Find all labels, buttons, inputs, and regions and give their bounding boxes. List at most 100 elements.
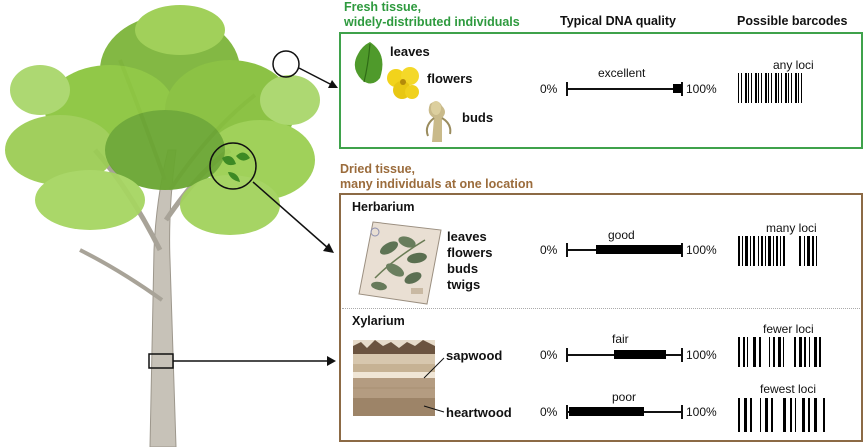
barcode-stripe bbox=[785, 73, 787, 103]
barcode-stripe bbox=[738, 236, 740, 266]
barcode-stripe bbox=[750, 398, 752, 432]
barcode-stripe bbox=[808, 398, 810, 432]
herbarium-tissue-twigs: twigs bbox=[447, 277, 481, 292]
barcode-stripe bbox=[802, 398, 805, 432]
barcode-stripe bbox=[761, 73, 762, 103]
xylarium-sapwood-label: sapwood bbox=[446, 348, 503, 363]
barcode-stripe bbox=[795, 73, 797, 103]
barcode-stripe bbox=[745, 73, 747, 103]
barcode-stripe bbox=[776, 236, 778, 266]
barcode-stripe bbox=[747, 337, 748, 367]
dried-tissue-box bbox=[339, 193, 863, 442]
barcode-stripe bbox=[742, 236, 743, 266]
callout-circle-top bbox=[272, 50, 300, 78]
flower-icon bbox=[387, 67, 419, 99]
barcode-stripe bbox=[759, 337, 761, 367]
barcode-stripe bbox=[750, 236, 751, 266]
sapwood-scale-min: 0% bbox=[540, 348, 558, 362]
barcode-icon bbox=[738, 236, 817, 266]
barcode-stripe bbox=[773, 337, 775, 367]
barcode-stripe bbox=[812, 236, 814, 266]
sapwood-quality-label: fair bbox=[612, 332, 629, 346]
herbarium-tissue-buds: buds bbox=[447, 261, 479, 276]
barcode-stripe bbox=[768, 236, 771, 266]
fresh-header-line2: widely-distributed individuals bbox=[344, 15, 520, 29]
fresh-tissue-leaves: leaves bbox=[390, 44, 430, 59]
barcodes-column-header: Possible barcodes bbox=[737, 14, 848, 28]
fresh-scale-min: 0% bbox=[540, 82, 558, 96]
barcode-stripe bbox=[744, 398, 747, 432]
fresh-scale-tick-right bbox=[681, 82, 683, 96]
barcode-stripe bbox=[804, 236, 805, 266]
barcode-stripe bbox=[738, 73, 739, 103]
heartwood-quality-label: poor bbox=[612, 390, 637, 404]
barcode-icon bbox=[738, 398, 825, 432]
herbarium-tissue-leaves: leaves bbox=[447, 229, 487, 244]
barcode-stripe bbox=[790, 398, 792, 432]
fresh-tissue-header: Fresh tissue, widely-distributed individ… bbox=[344, 0, 520, 30]
barcode-stripe bbox=[814, 337, 817, 367]
herbarium-xylarium-divider bbox=[342, 308, 860, 309]
barcode-stripe bbox=[758, 236, 759, 266]
barcode-stripe bbox=[799, 236, 801, 266]
leaf-icon bbox=[354, 42, 383, 84]
xylarium-title: Xylarium bbox=[352, 314, 405, 328]
sapwood-scale-max: 100% bbox=[686, 348, 717, 362]
barcode-stripe bbox=[809, 337, 810, 367]
barcode-stripe bbox=[823, 398, 825, 432]
barcode-stripe bbox=[741, 73, 742, 103]
barcode-stripe bbox=[804, 337, 806, 367]
heartwood-scale-max: 100% bbox=[686, 405, 717, 419]
barcode-stripe bbox=[765, 398, 768, 432]
barcode-stripe bbox=[768, 73, 769, 103]
barcode-stripe bbox=[780, 236, 781, 266]
barcode-stripe bbox=[743, 337, 745, 367]
barcode-stripe bbox=[753, 337, 756, 367]
heartwood-barcode-label: fewest loci bbox=[760, 382, 817, 396]
herbarium-tissue-list: leaves flowers buds twigs bbox=[447, 229, 493, 293]
fresh-scale-max: 100% bbox=[686, 82, 717, 96]
fresh-scale-line bbox=[567, 88, 681, 90]
herbarium-quality-bar bbox=[596, 245, 682, 254]
fresh-header-line1: Fresh tissue, bbox=[344, 0, 422, 14]
barcode-stripe bbox=[783, 236, 785, 266]
heartwood-quality-bar bbox=[569, 407, 644, 416]
barcode-stripe bbox=[771, 73, 772, 103]
barcode-stripe bbox=[738, 337, 740, 367]
herbarium-scale-min: 0% bbox=[540, 243, 558, 257]
fresh-tissue-box bbox=[339, 32, 863, 149]
barcode-stripe bbox=[775, 73, 777, 103]
barcode-stripe bbox=[755, 73, 757, 103]
barcode-stripe bbox=[758, 73, 759, 103]
barcode-stripe bbox=[799, 337, 802, 367]
barcode-stripe bbox=[778, 337, 781, 367]
barcode-stripe bbox=[783, 398, 786, 432]
tree-illustration bbox=[5, 5, 320, 447]
barcode-icon bbox=[738, 337, 821, 367]
sapwood-quality-bar bbox=[614, 350, 666, 359]
dried-header-line2: many individuals at one location bbox=[340, 177, 534, 191]
barcode-stripe bbox=[760, 398, 761, 432]
barcode-stripe bbox=[771, 398, 773, 432]
barcode-stripe bbox=[814, 398, 817, 432]
barcode-stripe bbox=[765, 236, 766, 266]
barcode-stripe bbox=[781, 73, 782, 103]
fresh-tissue-flowers: flowers bbox=[427, 71, 473, 86]
wood-cross-section-image bbox=[353, 340, 435, 416]
herbarium-scale-max: 100% bbox=[686, 243, 717, 257]
fresh-tissue-buds: buds bbox=[462, 110, 494, 125]
barcode-stripe bbox=[816, 236, 817, 266]
herbarium-barcode-label: many loci bbox=[766, 221, 817, 235]
barcode-stripe bbox=[783, 337, 784, 367]
barcode-stripe bbox=[778, 73, 779, 103]
fresh-quality-bar bbox=[673, 84, 682, 93]
wood-label-pointers bbox=[423, 357, 445, 413]
herbarium-scale-tick-right bbox=[681, 243, 683, 257]
barcode-stripe bbox=[791, 73, 792, 103]
barcode-stripe bbox=[738, 398, 740, 432]
barcode-stripe bbox=[801, 73, 802, 103]
herbarium-quality-label: good bbox=[608, 228, 635, 242]
barcode-stripe bbox=[769, 337, 770, 367]
bud-icon bbox=[425, 101, 452, 142]
fresh-barcode-label: any loci bbox=[773, 58, 814, 72]
